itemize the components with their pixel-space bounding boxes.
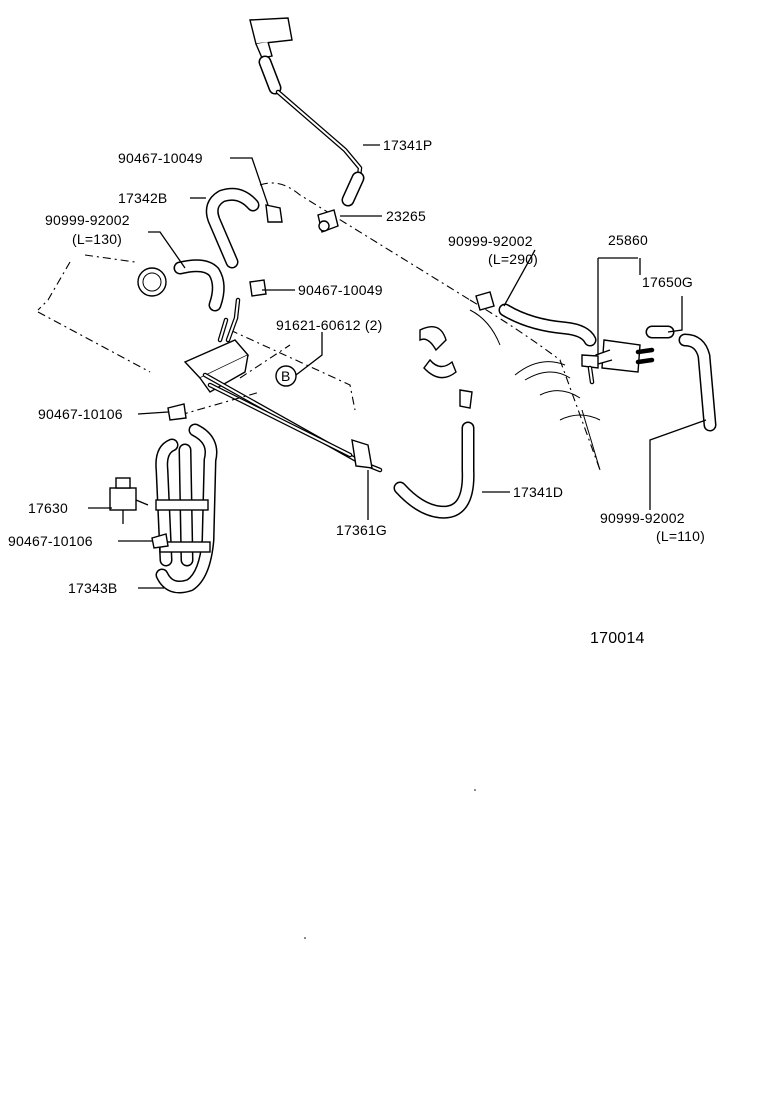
label-90999-92002-b-length: (L=290) xyxy=(488,251,538,267)
part-23265-valve xyxy=(317,209,339,233)
reference-b-text: B xyxy=(281,368,291,384)
part-90999-92002-L110-hose xyxy=(678,333,717,432)
label-17343B: 17343B xyxy=(68,580,117,596)
label-91621-60612: 91621-60612 (2) xyxy=(276,317,383,333)
label-90467-10106-a: 90467-10106 xyxy=(38,406,123,422)
label-17341P: 17341P xyxy=(383,137,432,153)
label-90467-10049-top: 90467-10049 xyxy=(118,150,203,166)
label-90999-92002-c: 90999-92002 xyxy=(600,510,685,526)
part-17342B-hose xyxy=(205,187,283,269)
speck xyxy=(304,937,306,939)
label-90467-10049-mid: 90467-10049 xyxy=(298,282,383,298)
label-17361G: 17361G xyxy=(336,522,387,538)
leader-lines xyxy=(88,144,707,589)
figure-number: 170014 xyxy=(590,630,645,647)
part-17341D-hose xyxy=(393,326,475,519)
part-90999-92002-L290-hose xyxy=(475,291,597,347)
part-17341P-pipe xyxy=(249,17,365,207)
label-17342B: 17342B xyxy=(118,190,167,206)
label-17630: 17630 xyxy=(28,500,68,516)
reference-circle-b: B xyxy=(275,365,297,387)
label-90999-92002-a-length: (L=130) xyxy=(72,231,122,247)
part-17343B-hose-bundle xyxy=(151,403,218,594)
label-17341D: 17341D xyxy=(513,484,563,500)
label-90999-92002-a: 90999-92002 xyxy=(45,212,130,228)
part-17630-filter xyxy=(109,477,149,524)
bracket-assembly xyxy=(179,297,383,473)
label-25860: 25860 xyxy=(608,232,648,248)
label-90999-92002-b: 90999-92002 xyxy=(448,233,533,249)
label-23265: 23265 xyxy=(386,208,426,224)
part-90999-92002-L130-hose xyxy=(137,259,267,312)
speck xyxy=(474,789,476,791)
part-25860-vsv xyxy=(581,339,655,385)
label-90467-10106-b: 90467-10106 xyxy=(8,533,93,549)
label-17650G: 17650G xyxy=(642,274,693,290)
label-90999-92002-c-length: (L=110) xyxy=(656,528,705,544)
